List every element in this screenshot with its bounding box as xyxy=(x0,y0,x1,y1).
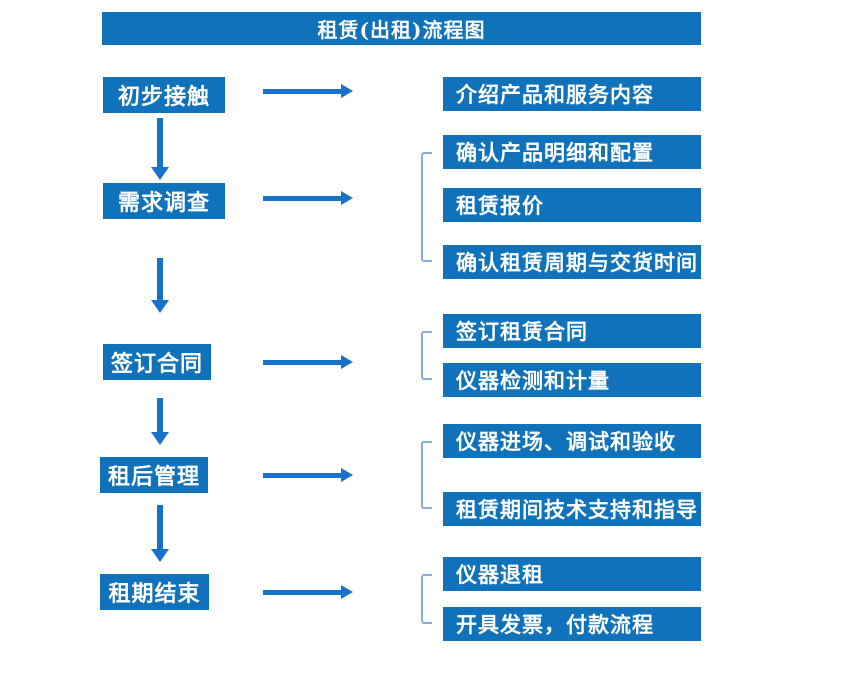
detail-box-sign-rental-contract: 签订租赁合同 xyxy=(443,314,701,348)
stage-box-post-rental-management: 租后管理 xyxy=(100,457,208,493)
diagram-title: 租赁(出租)流程图 xyxy=(102,12,701,45)
detail-box-invoice-payment: 开具发票，付款流程 xyxy=(443,607,701,641)
group-bracket xyxy=(421,574,432,624)
stage-box-sign-contract: 签订合同 xyxy=(103,344,211,380)
detail-box-confirm-period-delivery: 确认租赁周期与交货时间 xyxy=(443,245,701,279)
detail-box-introduce-products: 介绍产品和服务内容 xyxy=(443,77,701,111)
group-bracket xyxy=(421,331,432,380)
detail-box-rental-quote: 租赁报价 xyxy=(443,188,701,222)
stage-box-requirement-survey: 需求调查 xyxy=(103,183,225,219)
stage-box-rental-end: 租期结束 xyxy=(100,574,209,610)
detail-box-confirm-product-config: 确认产品明细和配置 xyxy=(443,135,701,169)
group-bracket xyxy=(421,152,432,262)
detail-box-instrument-return: 仪器退租 xyxy=(443,557,701,591)
right-arrow-icon xyxy=(263,84,353,98)
down-arrow-icon xyxy=(151,118,169,180)
right-arrow-icon xyxy=(263,585,353,599)
right-arrow-icon xyxy=(263,191,353,205)
group-bracket xyxy=(421,441,432,509)
detail-box-technical-support: 租赁期间技术支持和指导 xyxy=(443,492,701,526)
down-arrow-icon xyxy=(151,505,169,562)
stage-box-initial-contact: 初步接触 xyxy=(103,77,225,113)
down-arrow-icon xyxy=(151,398,169,445)
down-arrow-icon xyxy=(151,258,169,313)
detail-box-instrument-setup-acceptance: 仪器进场、调试和验收 xyxy=(443,424,701,458)
detail-box-instrument-test-calibration: 仪器检测和计量 xyxy=(443,363,701,397)
right-arrow-icon xyxy=(263,355,353,369)
right-arrow-icon xyxy=(263,468,353,482)
